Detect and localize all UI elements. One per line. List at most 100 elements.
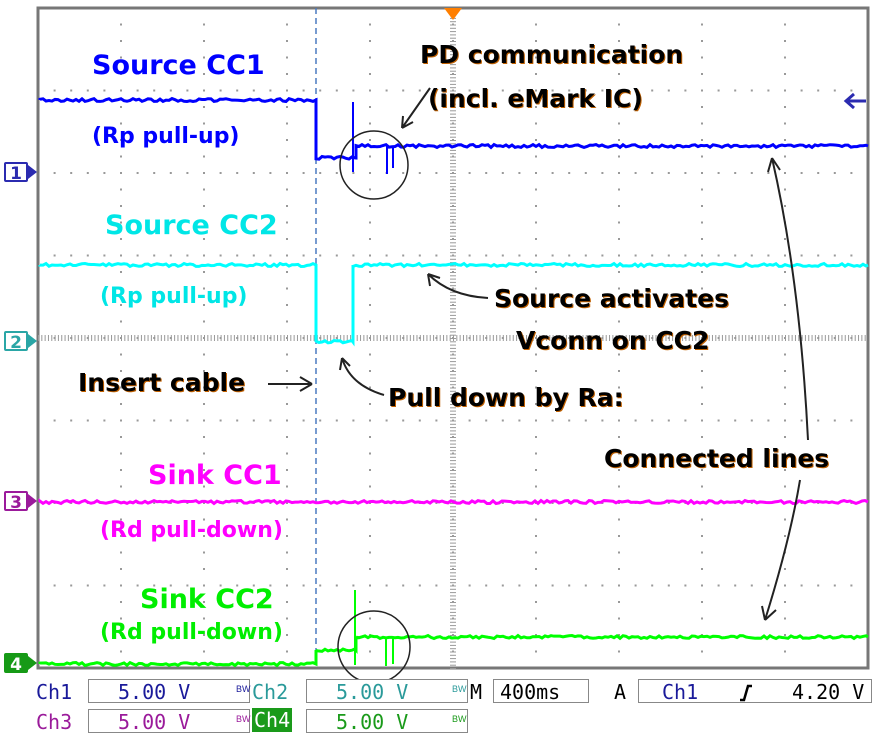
center-tick [450,239,456,240]
grid-dot [734,90,736,92]
grid-dot [369,156,371,158]
ch2-bw-icon: BW [452,684,467,694]
grid-dot [120,106,122,108]
ch4-label[interactable]: Ch4 [252,708,292,732]
grid-dot [103,255,105,257]
center-tick [752,335,753,341]
grid-dot [784,57,786,59]
grid-dot [601,585,603,587]
grid-dot [369,40,371,42]
grid-dot [286,139,288,141]
grid-dot [120,585,122,587]
grid-dot [784,271,786,273]
center-tick [503,335,504,341]
center-tick [450,137,456,138]
center-tick [450,437,456,438]
center-tick [410,335,411,341]
center-tick [460,335,461,341]
grid-dot [684,585,686,587]
center-tick [496,335,497,341]
annotation-connected-lines: Connected lines [604,444,829,473]
center-tick [812,335,813,341]
grid-dot [286,172,288,174]
center-tick [450,496,456,497]
grid-dot [369,321,371,323]
grid-dot [651,420,653,422]
center-tick [154,335,155,341]
center-tick [755,335,756,341]
grid-dot [369,205,371,207]
center-tick [148,335,149,341]
grid-dot [369,123,371,125]
grid-dot [70,420,72,422]
grid-dot [435,172,437,174]
grid-dot [369,304,371,306]
grid-dot [103,172,105,174]
center-tick [91,335,92,341]
grid-dot [751,90,753,92]
grid-dot [518,255,520,257]
grid-dot [635,255,637,257]
center-tick [513,335,514,341]
center-tick [134,335,135,341]
center-tick [254,335,255,341]
ch1-label[interactable]: Ch1 [36,680,72,704]
center-tick [509,335,510,341]
grid-dot [618,255,620,257]
center-tick [174,335,175,341]
center-tick [88,335,89,341]
grid-dot [253,255,255,257]
grid-dot [286,651,288,653]
ch1-bw-icon: BW [236,684,251,694]
grid-dot [535,73,537,75]
center-tick [450,358,456,359]
center-tick [450,661,456,662]
center-tick [131,335,132,341]
center-tick [436,335,437,341]
grid-dot [535,420,537,422]
center-tick [450,487,456,488]
grid-dot [784,172,786,174]
center-tick [463,335,464,341]
ch3-label[interactable]: Ch3 [36,710,72,734]
grid-dot [369,288,371,290]
center-tick [450,124,456,125]
center-tick [768,335,769,341]
center-tick [450,430,456,431]
channel-4-marker[interactable]: 4 [4,653,28,673]
grid-dot [618,420,620,422]
grid-dot [618,271,620,273]
arrow-pull-down [340,358,384,395]
grid-dot [319,172,321,174]
grid-dot [319,90,321,92]
grid-dot [535,189,537,191]
channel-2-marker[interactable]: 2 [4,331,28,351]
grid-dot [767,172,769,174]
grid-dot [784,651,786,653]
center-tick [357,335,358,341]
grid-dot [153,172,155,174]
grid-dot [286,304,288,306]
grid-dot [684,90,686,92]
grid-dot [585,172,587,174]
center-tick [234,335,235,341]
grid-dot [784,436,786,438]
grid-dot [253,172,255,174]
grid-dot [419,255,421,257]
channel-3-marker[interactable]: 3 [4,491,28,511]
grid-dot [203,354,205,356]
grid-dot [286,634,288,636]
channel-1-marker[interactable]: 1 [4,162,28,182]
center-tick [244,335,245,341]
center-tick [94,335,95,341]
grid-dot [87,420,89,422]
center-tick [51,335,52,341]
grid-dot [618,568,620,570]
center-tick [397,335,398,341]
grid-dot [767,90,769,92]
annotation-pull-down-ra: Pull down by Ra: [388,383,624,412]
center-tick [177,335,178,341]
ch2-label[interactable]: Ch2 [252,680,288,704]
grid-dot [701,618,703,620]
grid-dot [618,486,620,488]
